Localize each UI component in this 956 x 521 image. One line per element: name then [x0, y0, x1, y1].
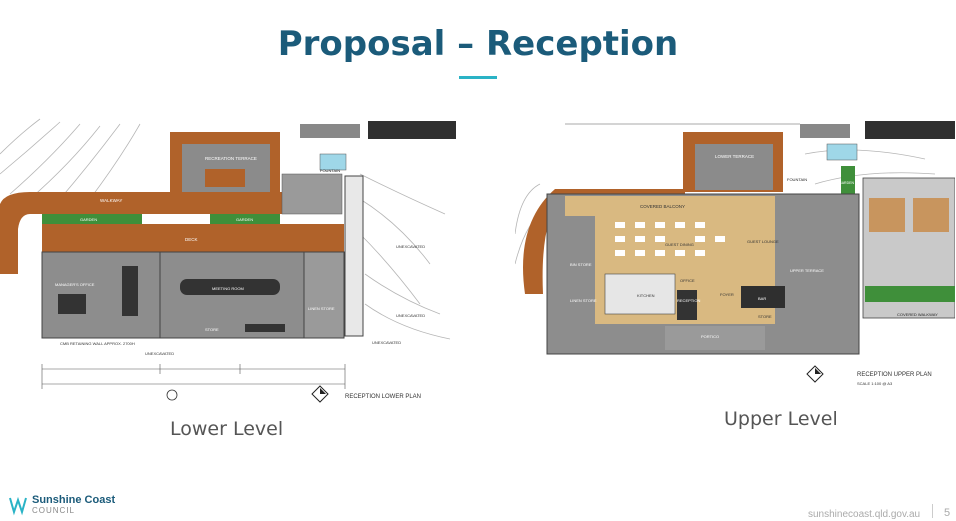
label-bar: BAR: [758, 296, 766, 301]
label-retaining-wall: CMB RETAINING WALL APPROX. 2700H: [60, 341, 135, 346]
label-unexcavated-2: UNEXCAVATED: [396, 313, 425, 318]
label-managers-office: MANAGER'S OFFICE: [55, 282, 95, 287]
lower-level-caption: Lower Level: [170, 418, 284, 440]
label-garden-left: GARDEN: [80, 217, 97, 222]
lower-plan-title: RECEPTION LOWER PLAN: [345, 394, 421, 400]
logo-name: Sunshine Coast: [32, 494, 116, 506]
label-office: OFFICE: [680, 278, 695, 283]
label-linen-store: LINEN STORE: [308, 306, 335, 311]
contour-lines: [0, 118, 451, 340]
upper-plan-scale: SCALE 1:100 @ A3: [857, 381, 893, 386]
label-kitchen: KITCHEN: [637, 293, 655, 298]
label-walkway: WALKWAY: [100, 198, 122, 203]
label-reception: RECEPTION: [677, 298, 700, 303]
label-covered-balcony: COVERED BALCONY: [640, 204, 685, 209]
upper-level-caption: Upper Level: [724, 408, 838, 430]
label-lower-terrace: LOWER TERRACE: [715, 154, 754, 159]
wave-logo-icon: [9, 496, 27, 516]
section-marker: [166, 389, 178, 401]
lower-floor-plan: RECREATION TERRACE WALKWAY GARDEN GARDEN…: [0, 118, 456, 403]
label-garden-right: GARDEN: [236, 217, 253, 222]
label-garden-2: GARDEN: [839, 181, 854, 185]
label-bin-store: BIN STORE: [570, 262, 592, 267]
label-unexcavated-1: UNEXCAVATED: [396, 244, 425, 249]
label-store: STORE: [758, 314, 772, 319]
label-meeting-room: MEETING ROOM: [212, 286, 244, 291]
label-store: STORE: [205, 327, 219, 332]
label-recreation-terrace: RECREATION TERRACE: [205, 156, 257, 161]
dimension-lines: [41, 364, 346, 389]
slide-title: Proposal – Reception: [277, 24, 679, 64]
label-guest-dining: GUEST DINING: [665, 242, 694, 247]
footer-url[interactable]: sunshinecoast.qld.gov.au: [808, 509, 921, 520]
title-underline: [459, 76, 497, 79]
page-number: 5: [944, 507, 951, 519]
label-unexcavated-4: UNEXCAVATED: [145, 351, 174, 356]
council-logo: Sunshine Coast COUNCIL: [8, 494, 128, 518]
label-deck: DECK: [185, 237, 198, 242]
label-fountain: FOUNTAIN: [320, 168, 340, 173]
label-upper-terrace: UPPER TERRACE: [790, 268, 824, 273]
upper-plan-title: RECEPTION UPPER PLAN: [857, 372, 932, 378]
north-arrow-icon: [311, 385, 329, 403]
label-foyer: FOYER: [720, 292, 734, 297]
upper-floor-plan: LOWER TERRACE FOUNTAIN GARDEN GARDEN GAR…: [515, 121, 955, 386]
label-portico: PORTICO: [701, 334, 719, 339]
dining-tables: [615, 222, 725, 256]
label-covered-walkway: COVERED WALKWAY: [897, 312, 938, 317]
label-linen-store: LINEN STORE: [570, 298, 597, 303]
label-unexcavated-3: UNEXCAVATED: [372, 340, 401, 345]
label-fountain: FOUNTAIN: [787, 177, 807, 182]
label-guest-lounge: GUEST LOUNGE: [747, 239, 779, 244]
logo-sub: COUNCIL: [32, 506, 76, 515]
footer-divider: [932, 504, 933, 518]
north-arrow-icon: [806, 365, 824, 383]
